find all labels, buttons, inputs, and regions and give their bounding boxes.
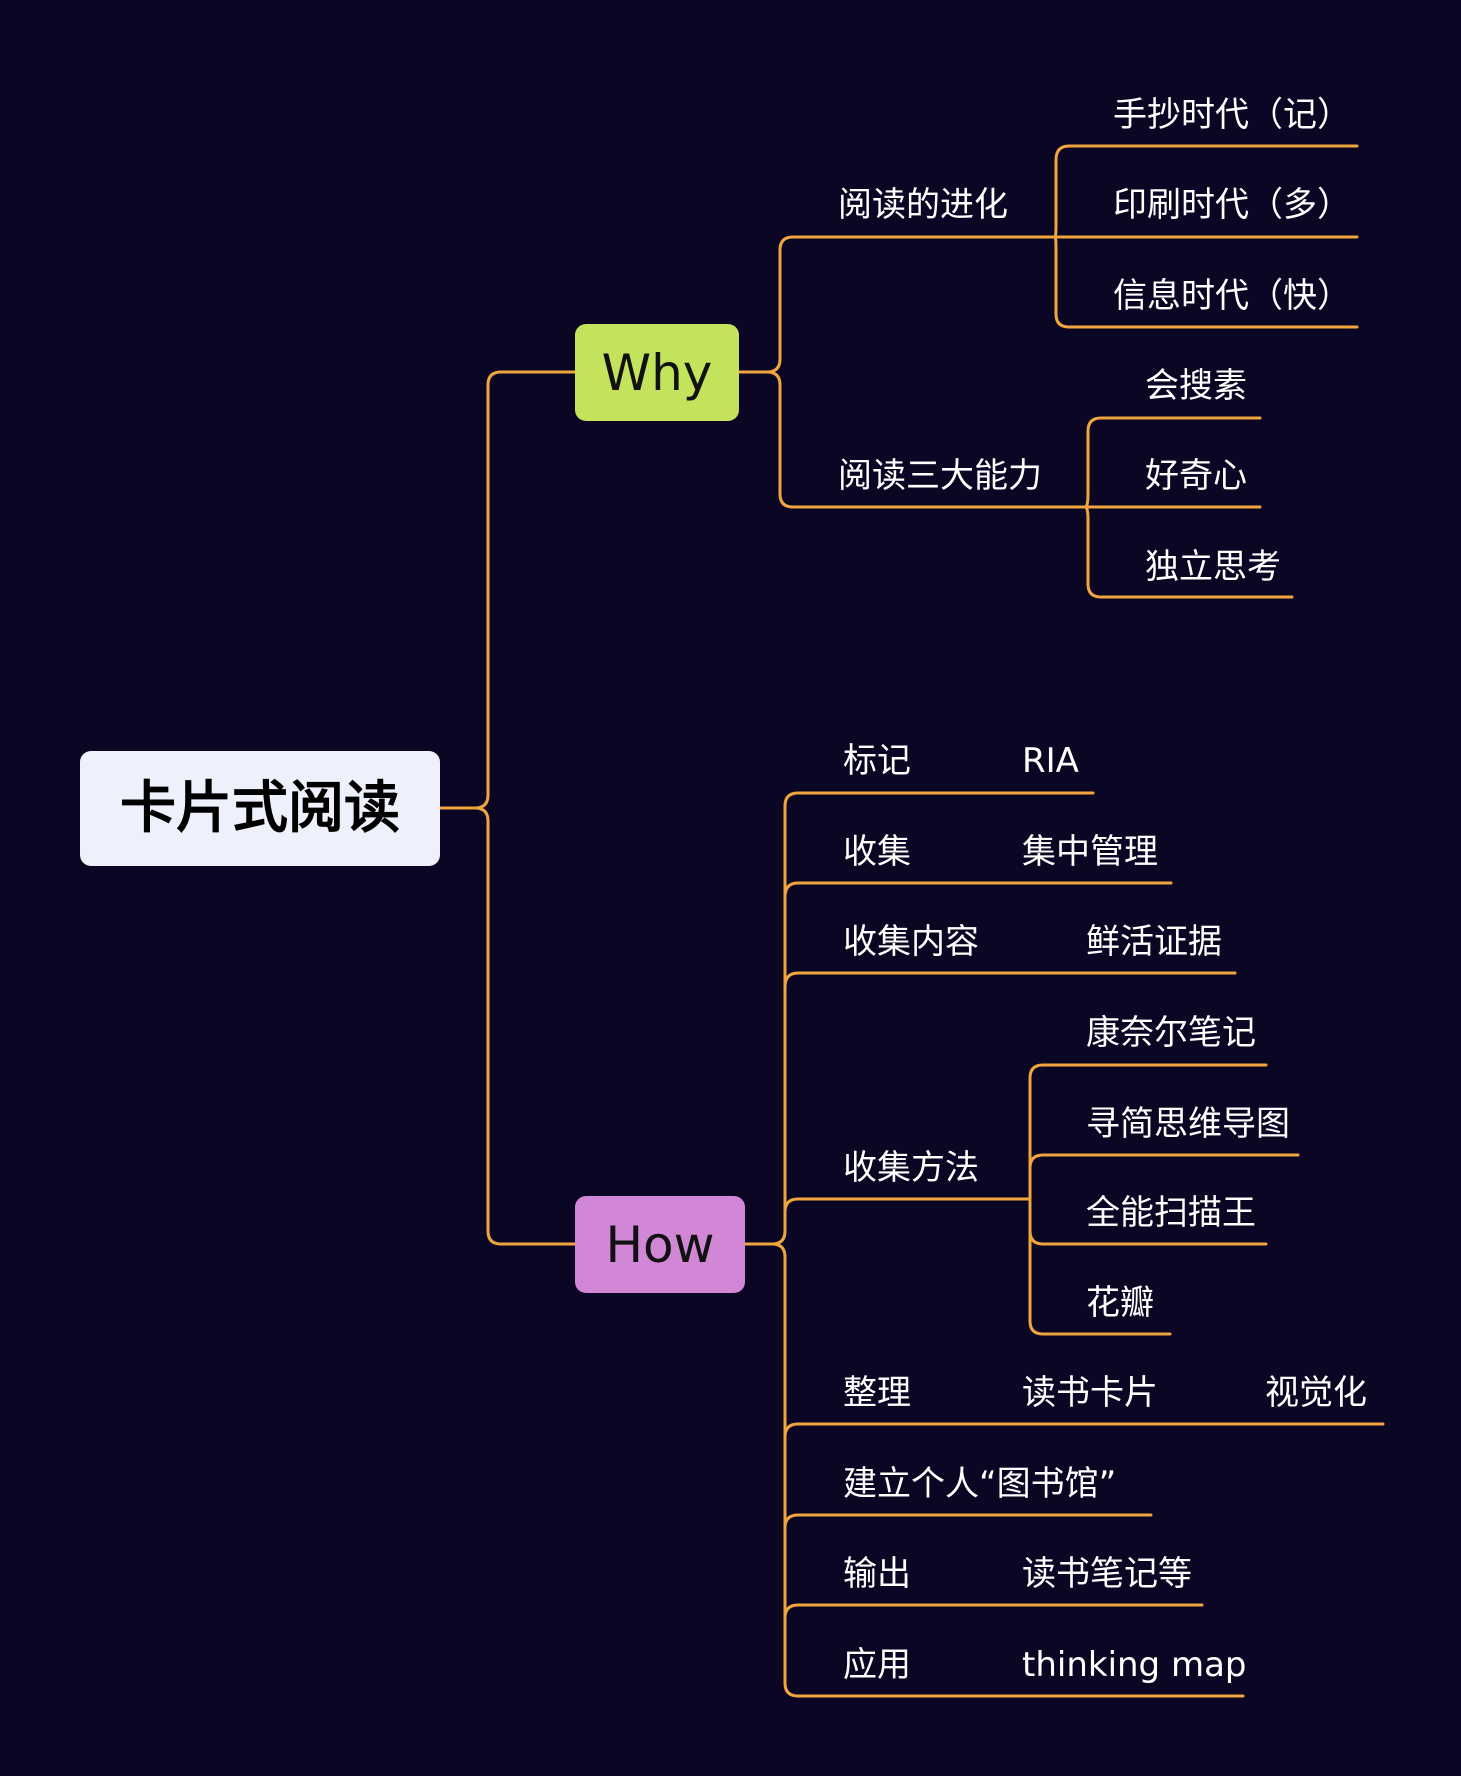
connector-collect-content [783,971,1237,989]
ability-item-search[interactable]: 会搜素 [1145,366,1247,406]
branch-collect-method[interactable]: 收集方法 [843,1148,979,1188]
root-label: 卡片式阅读 [120,775,400,841]
evolution-item-handcopy[interactable]: 手抄时代（记） [1113,95,1351,135]
branch-reading-abilities[interactable]: 阅读三大能力 [838,456,1042,496]
root-node[interactable]: 卡片式阅读 [80,751,440,866]
method-item-huaban[interactable]: 花瓣 [1086,1283,1154,1323]
branch-apply[interactable]: 应用 [843,1645,911,1685]
connector-library [783,1513,1153,1530]
branch-collect[interactable]: 收集 [843,832,911,872]
connector-why-to-abilities [737,370,1087,509]
method-item-cornell[interactable]: 康奈尔笔记 [1086,1013,1256,1053]
mark-item-ria[interactable]: RIA [1022,741,1079,781]
organize-item-cards[interactable]: 读书卡片 [1022,1373,1158,1413]
branch-output[interactable]: 输出 [843,1554,911,1594]
how-node[interactable]: How [575,1196,745,1293]
connector-collect-method [783,1197,1032,1214]
ability-item-curiosity[interactable]: 好奇心 [1145,456,1247,496]
connector-organize [783,1422,1385,1439]
connector-why-to-evolution [737,235,1052,374]
why-node[interactable]: Why [575,324,739,421]
evolution-item-print[interactable]: 印刷时代（多） [1113,185,1351,225]
connector-output [783,1603,1204,1620]
connector-collect [783,881,1173,899]
ability-item-independent-thinking[interactable]: 独立思考 [1145,547,1281,587]
collect-item-centralized[interactable]: 集中管理 [1022,832,1158,872]
method-item-mindmap[interactable]: 寻简思维导图 [1086,1104,1290,1144]
why-label: Why [601,343,713,402]
output-item-notes[interactable]: 读书笔记等 [1022,1554,1192,1594]
collect-content-item-evidence[interactable]: 鲜活证据 [1086,922,1222,962]
how-label: How [605,1215,715,1274]
connector-root-to-why [438,370,577,810]
branch-mark[interactable]: 标记 [843,741,911,781]
evolution-item-information[interactable]: 信息时代（快） [1113,276,1351,316]
branch-reading-evolution[interactable]: 阅读的进化 [838,185,1008,225]
organize-item-visualize[interactable]: 视觉化 [1265,1373,1367,1413]
connector-how-to-branches-down [743,1242,1245,1698]
connector-abilities-3 [1083,505,1294,599]
connector-evolution-3 [1048,235,1359,329]
connector-method-4 [1028,1197,1172,1336]
branch-organize[interactable]: 整理 [843,1373,911,1413]
method-item-scanner[interactable]: 全能扫描王 [1086,1193,1256,1233]
connector-root-to-how [438,806,577,1246]
apply-item-thinking-map[interactable]: thinking map [1022,1645,1247,1685]
branch-collect-content[interactable]: 收集内容 [843,922,979,962]
branch-personal-library[interactable]: 建立个人“图书馆” [843,1464,1117,1504]
